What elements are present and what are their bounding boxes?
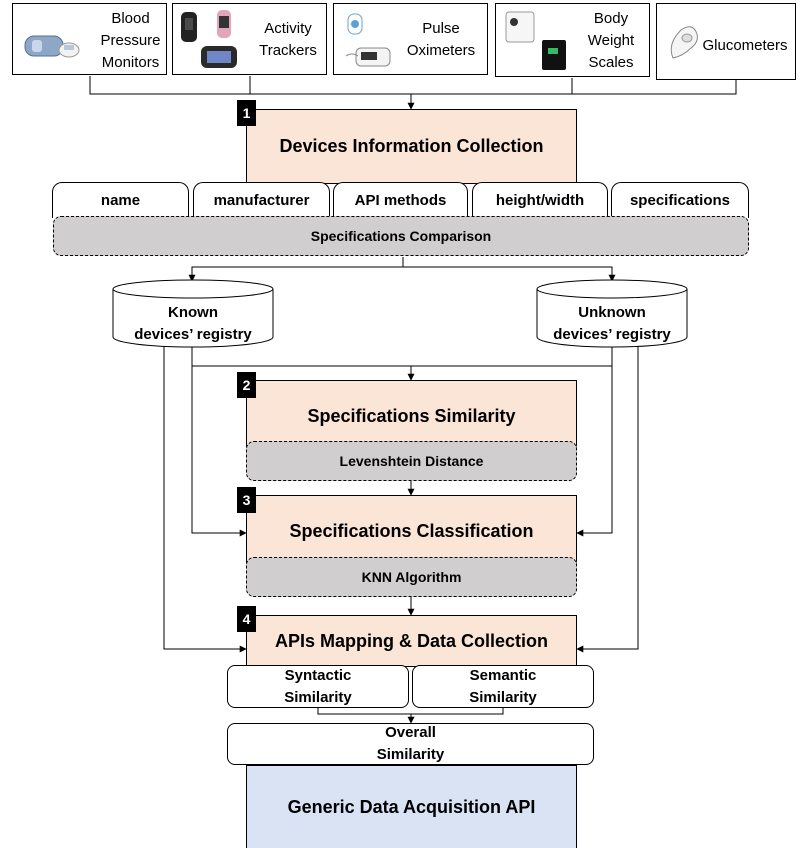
unknown-registry-label: Unknown devices’ registry bbox=[553, 304, 671, 343]
device-label: Blood Pressure Monitors bbox=[100, 10, 161, 71]
pulse-oximeter-icon bbox=[345, 13, 391, 67]
syntactic-similarity-box: Syntactic Similarity bbox=[227, 665, 409, 708]
overall-similarity-box: Overall Similarity bbox=[227, 723, 594, 765]
step-title: Specifications Classification bbox=[289, 520, 534, 541]
device-label: Activity Trackers bbox=[259, 20, 317, 59]
attribute-tab-manufacturer: manufacturer bbox=[193, 182, 330, 218]
step-title: Devices Information Collection bbox=[279, 136, 544, 156]
glucometer-icon bbox=[670, 26, 698, 59]
weight-scale-icon bbox=[505, 11, 566, 70]
step-number-badge: 3 bbox=[237, 487, 256, 513]
step-devices-information-collection: Devices Information Collection bbox=[246, 109, 577, 184]
device-card-body-weight-scales: Body Weight Scales bbox=[495, 3, 650, 77]
step-title: Specifications Similarity bbox=[307, 405, 516, 426]
step-number-badge: 2 bbox=[237, 372, 256, 398]
step-number-badge: 4 bbox=[237, 606, 256, 632]
device-card-pulse-oximeters: Pulse Oximeters bbox=[333, 3, 488, 75]
attribute-tab-specifications: specifications bbox=[611, 182, 749, 218]
attribute-tab-height-width: height/width bbox=[472, 182, 608, 218]
step-apis-mapping-data-collection: APIs Mapping & Data Collection bbox=[246, 615, 577, 667]
activity-tracker-icon bbox=[181, 10, 237, 68]
knn-algorithm-box: KNN Algorithm bbox=[246, 557, 577, 597]
blood-pressure-monitor-icon bbox=[24, 35, 80, 58]
specifications-comparison-box: Specifications Comparison bbox=[53, 216, 749, 256]
step-specifications-classification: Specifications Classification bbox=[246, 495, 577, 567]
step-title: APIs Mapping & Data Collection bbox=[274, 630, 549, 651]
device-label: Pulse Oximeters bbox=[406, 20, 476, 59]
generic-data-acquisition-api-box: Generic Data Acquisition API bbox=[246, 765, 577, 848]
device-card-glucometers: Glucometers bbox=[656, 3, 796, 80]
semantic-similarity-box: Semantic Similarity bbox=[412, 665, 594, 708]
attribute-tab-api-methods: API methods bbox=[333, 182, 468, 218]
step-number-badge: 1 bbox=[237, 100, 256, 126]
unknown-devices-registry bbox=[536, 279, 688, 348]
attribute-tab-name: name bbox=[52, 182, 189, 218]
device-card-activity-trackers: Activity Trackers bbox=[172, 3, 327, 75]
device-label: Glucometers bbox=[702, 37, 788, 54]
known-registry-label: Known devices’ registry bbox=[134, 304, 252, 343]
known-devices-registry bbox=[112, 279, 274, 348]
device-label: Body Weight Scales bbox=[587, 10, 635, 71]
levenshtein-distance-box: Levenshtein Distance bbox=[246, 441, 577, 481]
device-card-blood-pressure: Blood Pressure Monitors bbox=[12, 3, 167, 75]
